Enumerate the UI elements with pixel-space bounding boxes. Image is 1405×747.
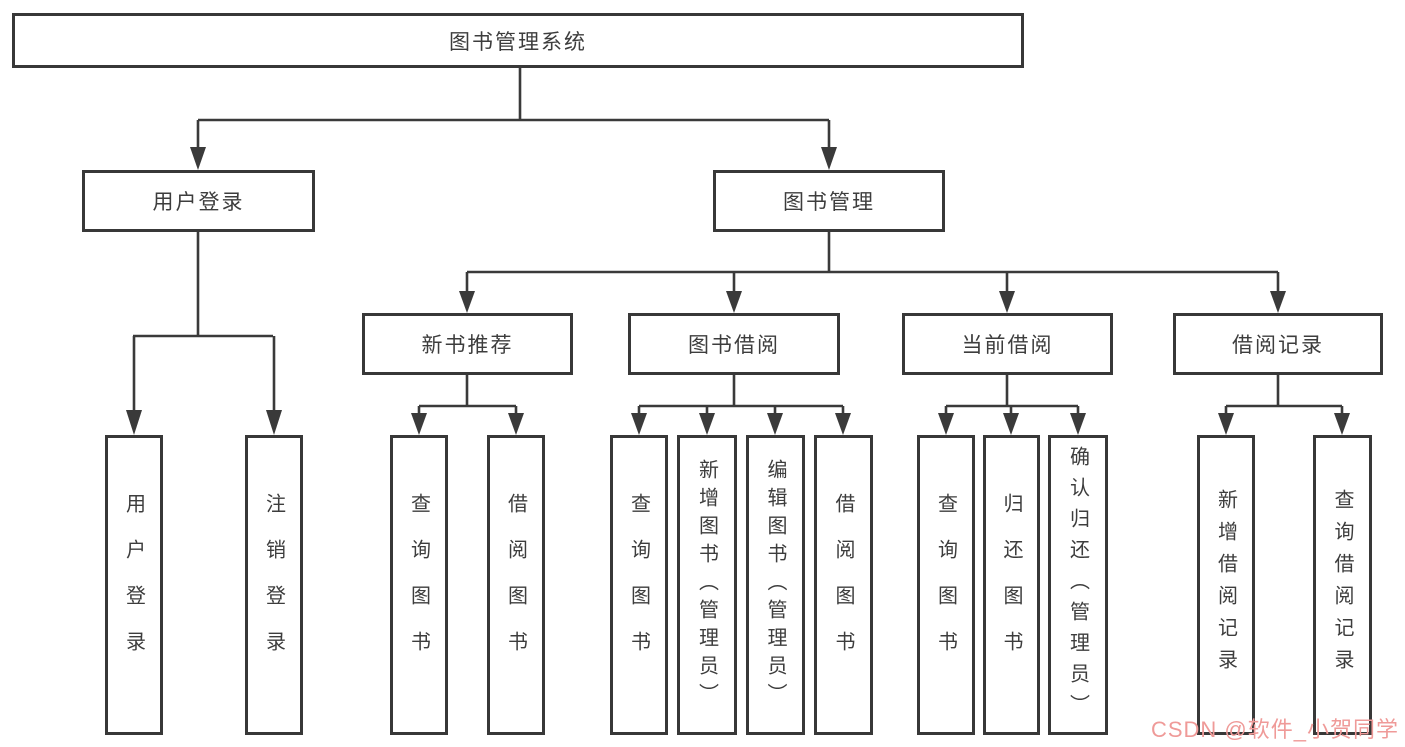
node-user-login: 用户登录 xyxy=(82,170,315,232)
leaf-user-login: 用户登录 xyxy=(105,435,163,735)
node-label: 查询图书 xyxy=(627,493,650,677)
leaf-edit-books-admin: 编辑图书（管理员） xyxy=(746,435,805,735)
node-label: 新增借阅记录 xyxy=(1214,489,1237,681)
leaf-confirm-return-admin: 确认归还（管理员） xyxy=(1048,435,1108,735)
node-label: 编辑图书（管理员） xyxy=(764,459,786,711)
csdn-watermark: CSDN @软件_小贺同学 xyxy=(1150,717,1399,742)
node-label: 查询借阅记录 xyxy=(1331,489,1353,681)
node-label: 确认归还（管理员） xyxy=(1066,445,1089,725)
node-label: 借阅图书 xyxy=(504,493,527,677)
node-label: 当前借阅 xyxy=(961,334,1054,357)
node-borrowing-records: 借阅记录 xyxy=(1173,313,1383,375)
node-label: 借阅记录 xyxy=(1232,334,1324,357)
node-label: 归还图书 xyxy=(1000,493,1022,677)
node-label: 新增图书（管理员） xyxy=(695,459,718,711)
leaf-query-books: 查询图书 xyxy=(390,435,448,735)
node-label: 注销登录 xyxy=(262,493,285,677)
leaf-add-books-admin: 新增图书（管理员） xyxy=(677,435,737,735)
node-current-borrowing: 当前借阅 xyxy=(902,313,1113,375)
leaf-logout: 注销登录 xyxy=(245,435,303,735)
node-label: 图书管理系统 xyxy=(449,30,587,54)
node-label: 借阅图书 xyxy=(832,493,854,677)
leaf-query-books: 查询图书 xyxy=(917,435,975,735)
leaf-add-borrow-record: 新增借阅记录 xyxy=(1197,435,1255,735)
node-label: 查询图书 xyxy=(407,493,430,677)
leaf-query-books: 查询图书 xyxy=(610,435,668,735)
leaf-borrow-books: 借阅图书 xyxy=(814,435,873,735)
node-label: 图书借阅 xyxy=(688,334,780,357)
node-label: 用户登录 xyxy=(122,493,145,677)
node-label: 用户登录 xyxy=(152,191,245,214)
node-library-management-system: 图书管理系统 xyxy=(12,13,1024,68)
arrowhead-icons xyxy=(126,147,1350,435)
leaf-borrow-books: 借阅图书 xyxy=(487,435,545,735)
node-new-book-recommendation: 新书推荐 xyxy=(362,313,573,375)
leaf-return-books: 归还图书 xyxy=(983,435,1040,735)
node-book-borrowing: 图书借阅 xyxy=(628,313,840,375)
leaf-query-borrow-record: 查询借阅记录 xyxy=(1313,435,1372,735)
node-book-management: 图书管理 xyxy=(713,170,945,232)
node-label: 新书推荐 xyxy=(421,334,514,357)
node-label: 图书管理 xyxy=(783,191,875,214)
node-label: 查询图书 xyxy=(934,493,957,677)
